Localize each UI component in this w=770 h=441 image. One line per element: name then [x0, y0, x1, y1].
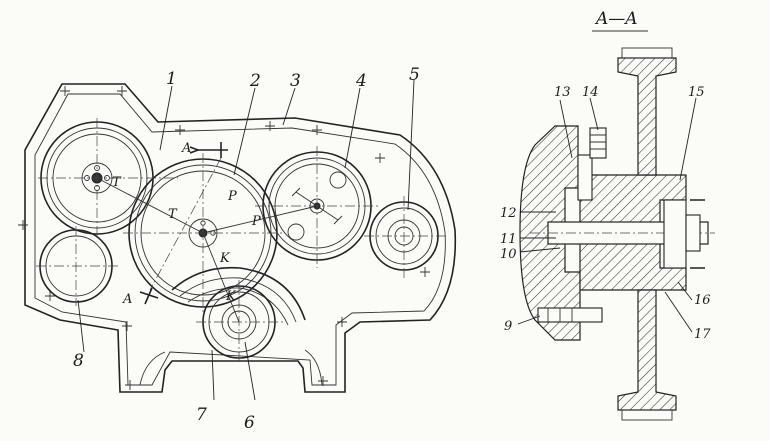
mesh-line-p [202, 205, 318, 234]
callout-11: 11 [500, 232, 517, 247]
section-bolt-14 [589, 127, 607, 159]
mark-p-gear2: P [227, 189, 237, 204]
callout-3: 3 [290, 71, 301, 91]
callout-17: 17 [694, 327, 711, 342]
housing-foot-left [139, 351, 166, 386]
housing-inner-outline [34, 93, 446, 386]
callout-1: 1 [166, 69, 177, 89]
callout-leaders-section [517, 97, 697, 333]
section-gear-rim-top [617, 57, 677, 176]
mesh-line-k [202, 232, 240, 323]
section-bolt-9 [537, 307, 603, 323]
callout-15: 15 [688, 85, 705, 100]
section-bearing [577, 154, 593, 201]
section-line-a [139, 142, 228, 305]
housing-foot-right [304, 349, 323, 386]
section-gear-rim-bottom [617, 289, 677, 411]
callout-14: 14 [582, 85, 599, 100]
callout-10: 10 [500, 247, 517, 262]
section-title: A—A [594, 9, 638, 29]
callout-5: 5 [409, 65, 420, 85]
callout-4: 4 [355, 71, 367, 91]
gear-7 [171, 266, 306, 326]
mark-a-top: A [181, 141, 191, 156]
callout-8: 8 [73, 351, 84, 371]
mark-k-gear2: K [219, 251, 231, 266]
callout-16: 16 [694, 293, 711, 308]
callout-7: 7 [196, 405, 207, 425]
front-view: T T P P K K A A 1 2 3 4 5 6 7 8 [18, 65, 457, 433]
callout-2: 2 [249, 71, 261, 91]
mark-a-bottom: A [122, 292, 132, 307]
callout-6: 6 [244, 413, 255, 433]
flange-bolts [18, 86, 430, 390]
callout-leaders-front [77, 79, 415, 401]
mark-k-gear6: K [225, 289, 237, 304]
section-nut-16 [685, 214, 701, 252]
mark-t-gear1: T [112, 175, 122, 190]
center-lines [36, 118, 446, 364]
callout-13: 13 [554, 85, 571, 100]
callout-12: 12 [500, 206, 517, 221]
section-view-a-a: A—A [500, 9, 715, 421]
mark-t-gear2: T [168, 207, 178, 222]
callout-9: 9 [504, 319, 512, 334]
mark-p-mesh: P [251, 214, 261, 229]
housing-outline [24, 83, 457, 393]
